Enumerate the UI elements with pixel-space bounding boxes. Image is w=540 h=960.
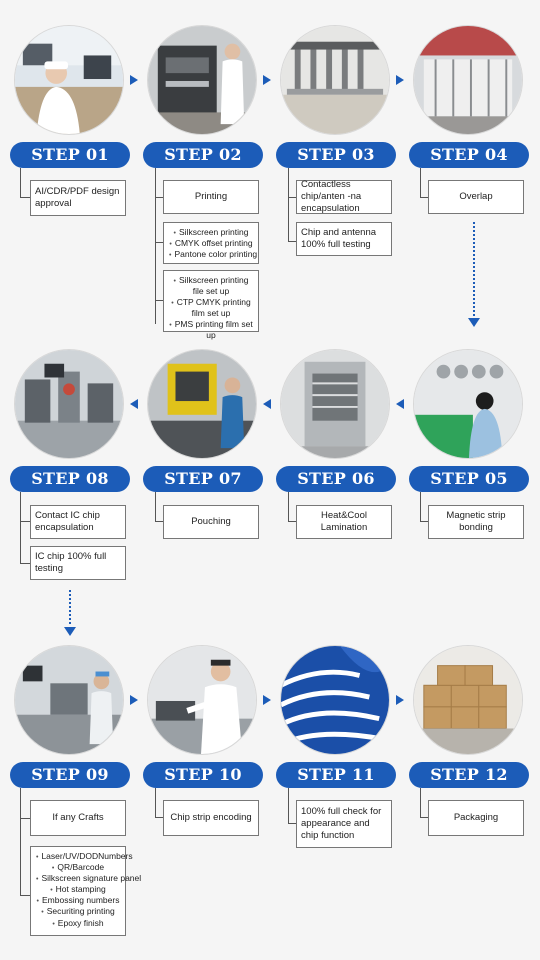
photo-chip-encapsulation (280, 25, 390, 135)
photo-design-office (14, 25, 124, 135)
connector (20, 563, 30, 564)
list-item: Pantone color printing (169, 249, 257, 260)
photo-full-check (280, 645, 390, 755)
step-09-label: STEP 09 (10, 762, 130, 788)
flow-arrow-right (130, 75, 138, 85)
connector (20, 818, 30, 819)
list-item: QR/Barcode (36, 862, 120, 873)
step-03-box-encapsulation: Contactless chip/anten -na encapsulation (296, 179, 392, 214)
step-03-label: STEP 03 (276, 142, 396, 168)
step-07-box: Pouching (163, 505, 259, 539)
connector (20, 197, 30, 198)
connector (420, 817, 428, 818)
connector (20, 895, 30, 896)
step-07-label: STEP 07 (143, 466, 263, 492)
step-11-box: 100% full check for appearance and chip … (296, 800, 392, 848)
list-item: Embossing numbers (36, 895, 120, 906)
flow-dotted-line (473, 222, 475, 316)
step-12-box: Packaging (428, 800, 524, 836)
step-02-film-setup: Silkscreen printing file set up CTP CMYK… (163, 270, 259, 340)
step-09-box: If any Crafts (30, 800, 126, 836)
step-12-label: STEP 12 (409, 762, 529, 788)
step-01-box: AI/CDR/PDF design approval (30, 180, 126, 216)
step-08-label: STEP 08 (10, 466, 130, 492)
connector (155, 492, 156, 522)
flow-arrow-right (396, 75, 404, 85)
connector (20, 788, 21, 896)
connector (155, 242, 163, 243)
photo-packaging (413, 645, 523, 755)
connector (288, 197, 296, 198)
connector (288, 492, 289, 522)
flow-arrow-down (64, 627, 76, 636)
flow-arrow-left (130, 399, 138, 409)
photo-printing-machine (147, 25, 257, 135)
flow-arrow-right (263, 695, 271, 705)
flow-arrow-right (263, 75, 271, 85)
flow-arrow-right (396, 695, 404, 705)
list-item: CTP CMYK printing film set up (169, 297, 253, 319)
connector (420, 197, 428, 198)
step-08-box-testing: IC chip 100% full testing (30, 546, 126, 580)
photo-chip-encoding (147, 645, 257, 755)
list-item: CMYK offset printing (169, 238, 253, 249)
flow-arrow-right (130, 695, 138, 705)
connector (288, 788, 289, 824)
connector (288, 521, 296, 522)
connector (155, 168, 156, 324)
list-item: Hot stamping (36, 884, 120, 895)
connector (288, 168, 289, 242)
flow-arrow-left (396, 399, 404, 409)
photo-lamination (280, 349, 390, 459)
step-02-label: STEP 02 (143, 142, 263, 168)
step-05-box: Magnetic strip bonding (428, 505, 524, 539)
step-06-box: Heat&Cool Lamination (296, 505, 392, 539)
step-04-label: STEP 04 (409, 142, 529, 168)
step-02-printing-methods: Silkscreen printing CMYK offset printing… (163, 222, 259, 264)
connector (155, 300, 163, 301)
step-10-box: Chip strip encoding (163, 800, 259, 836)
step-09-crafts-list: Laser/UV/DODNumbers QR/Barcode Silkscree… (30, 846, 141, 936)
step-03-box-testing: Chip and antenna 100% full testing (296, 222, 392, 256)
list-item: PMS printing film set up (169, 319, 253, 341)
connector (420, 492, 421, 522)
list-item: Silkscreen printing file set up (169, 275, 253, 297)
flow-dotted-line (69, 590, 71, 624)
connector (20, 521, 30, 522)
list-item: Epoxy finish (36, 918, 120, 929)
photo-pouching (147, 349, 257, 459)
step-04-box: Overlap (428, 180, 524, 214)
photo-overlap-machine (413, 25, 523, 135)
step-08-box-encapsulation: Contact IC chip encapsulation (30, 505, 126, 539)
flow-arrow-left (263, 399, 271, 409)
photo-crafts-workshop (14, 645, 124, 755)
connector (155, 521, 163, 522)
connector (20, 168, 21, 198)
list-item: Securiting printing (36, 906, 120, 917)
connector (288, 241, 296, 242)
connector (155, 197, 163, 198)
list-item: Silkscreen printing (169, 227, 253, 238)
step-01-label: STEP 01 (10, 142, 130, 168)
connector (288, 823, 296, 824)
connector (420, 168, 421, 198)
step-11-label: STEP 11 (276, 762, 396, 788)
connector (420, 521, 428, 522)
flow-arrow-down (468, 318, 480, 327)
step-05-label: STEP 05 (409, 466, 529, 492)
photo-magnetic-strip (413, 349, 523, 459)
connector (20, 492, 21, 564)
connector (155, 817, 163, 818)
step-06-label: STEP 06 (276, 466, 396, 492)
connector (420, 788, 421, 818)
photo-ic-chip-machine (14, 349, 124, 459)
list-item: Laser/UV/DODNumbers (36, 851, 132, 862)
step-02-box: Printing (163, 180, 259, 214)
list-item: Silkscreen signature panel (36, 873, 141, 884)
connector (155, 788, 156, 818)
step-10-label: STEP 10 (143, 762, 263, 788)
